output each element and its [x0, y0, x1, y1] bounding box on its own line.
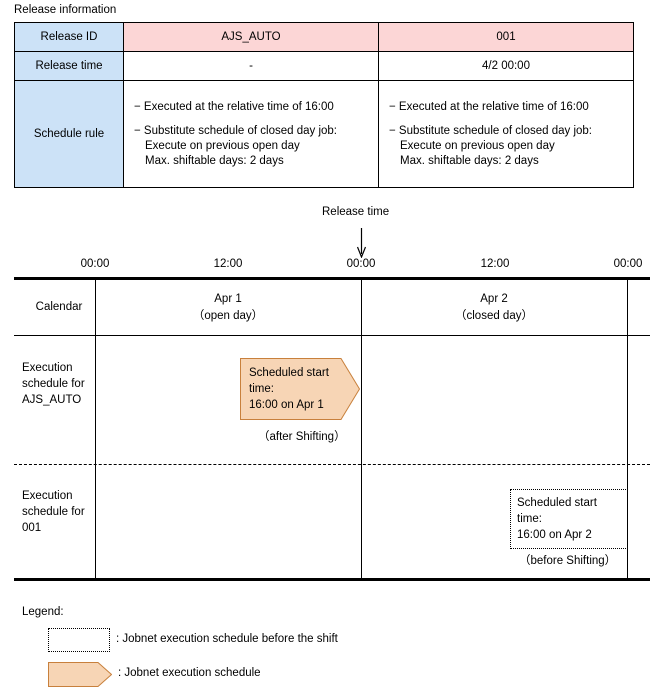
axis-tick-label: 00:00	[613, 258, 643, 270]
row-label-calendar: Calendar	[35, 301, 83, 313]
callout-line: time:	[249, 383, 274, 395]
row-header-release-id: Release ID	[14, 22, 124, 52]
row-label-line: AJS_AUTO	[22, 394, 82, 406]
note-before-shifting: （before Shifting）	[519, 555, 617, 567]
callout-text: Scheduled start time: 16:00 on Apr 2	[517, 495, 597, 543]
row-label-execution-schedule-ajs-auto: Execution schedule for AJS_AUTO	[22, 360, 85, 408]
callout-line: Scheduled start	[517, 497, 597, 509]
row-label-line: Execution	[22, 362, 73, 374]
axis-tick-label: 00:00	[346, 258, 376, 270]
schedule-rule-line: − Executed at the relative time of 16:00	[389, 100, 589, 113]
schedule-rule-line: − Substitute schedule of closed day job:	[389, 124, 592, 137]
legend-swatch-orange-arrow	[48, 662, 112, 687]
callout-line: 16:00 on Apr 2	[517, 529, 592, 541]
callout-scheduled-start-after-shifting: Scheduled start time: 16:00 on Apr 1	[240, 358, 360, 420]
row-label-line: schedule for	[22, 378, 85, 390]
axis-tick-label: 12:00	[480, 258, 510, 270]
spacer	[389, 115, 633, 124]
calendar-day-type: （open day）	[192, 310, 264, 322]
cell-schedule-rule-001: − Executed at the relative time of 16:00…	[378, 80, 634, 188]
calendar-day-name: Apr 2	[480, 293, 508, 305]
cell-release-time-001: 4/2 00:00	[378, 51, 634, 81]
day-boundary-line-end	[627, 280, 628, 578]
axis-tick-label: 12:00	[213, 258, 243, 270]
day-boundary-line-start	[95, 280, 96, 578]
calendar-cell-apr-2: Apr 2 （closed day）	[404, 291, 584, 325]
row-label-line: schedule for	[22, 506, 85, 518]
legend: Legend: : Jobnet execution schedule befo…	[0, 604, 664, 690]
down-arrow-icon	[357, 228, 366, 258]
schedule-rule-line: Execute on previous open day	[400, 139, 555, 152]
axis-tick-label: 00:00	[80, 258, 110, 270]
callout-line: 16:00 on Apr 1	[249, 399, 324, 411]
spacer	[134, 115, 378, 124]
cell-release-id-ajs-auto: AJS_AUTO	[123, 22, 379, 52]
cell-release-id-001: 001	[378, 22, 634, 52]
callout-line: time:	[517, 513, 542, 525]
table-row-schedule-rule: Schedule rule − Executed at the relative…	[14, 80, 634, 188]
cell-schedule-rule-ajs-auto: − Executed at the relative time of 16:00…	[123, 80, 379, 188]
row-label-execution-schedule-001: Execution schedule for 001	[22, 488, 85, 536]
calendar-row-divider	[14, 335, 650, 336]
calendar-day-name: Apr 1	[214, 293, 242, 305]
timeline-diagram: Release time 00:00 12:00 00:00 12:00 00:…	[0, 200, 664, 590]
timeline-top-border	[14, 277, 650, 280]
table-row-release-time: Release time - 4/2 00:00	[14, 51, 634, 81]
calendar-cell-apr-1: Apr 1 （open day）	[138, 291, 318, 325]
table-row-release-id: Release ID AJS_AUTO 001	[14, 22, 634, 52]
legend-label-before-shift: : Jobnet execution schedule before the s…	[116, 633, 338, 645]
row-header-schedule-rule: Schedule rule	[14, 80, 124, 188]
timeline-bottom-border	[14, 578, 650, 581]
release-information-table: Release ID AJS_AUTO 001 Release time - 4…	[14, 22, 634, 188]
schedule-rule-line: − Substitute schedule of closed day job:	[134, 124, 337, 137]
release-time-annotation-label: Release time	[322, 206, 390, 218]
schedule-rule-line: Max. shiftable days: 2 days	[400, 154, 539, 167]
row-label-line: 001	[22, 522, 42, 534]
schedule-rule-line: Max. shiftable days: 2 days	[145, 154, 284, 167]
callout-line: Scheduled start	[249, 367, 329, 379]
legend-label-execution-schedule: : Jobnet execution schedule	[118, 667, 261, 679]
note-after-shifting: （after Shifting）	[258, 431, 346, 443]
calendar-day-type: （closed day）	[455, 310, 533, 322]
row-header-release-time: Release time	[14, 51, 124, 81]
callout-scheduled-start-before-shifting: Scheduled start time: 16:00 on Apr 2	[510, 489, 628, 549]
schedule-rule-line: Execute on previous open day	[145, 139, 300, 152]
row-label-line: Execution	[22, 490, 73, 502]
cell-release-time-ajs-auto: -	[123, 51, 379, 81]
legend-swatch-dotted-box	[48, 628, 110, 652]
day-boundary-line-middle	[361, 280, 362, 578]
schedule-rule-line: − Executed at the relative time of 16:00	[134, 100, 334, 113]
schedule-rows-dashed-divider	[14, 464, 650, 465]
legend-title: Legend:	[22, 606, 64, 618]
release-information-title: Release information	[14, 4, 117, 16]
callout-text: Scheduled start time: 16:00 on Apr 1	[249, 365, 329, 413]
arrow-banner-shape	[240, 358, 360, 420]
